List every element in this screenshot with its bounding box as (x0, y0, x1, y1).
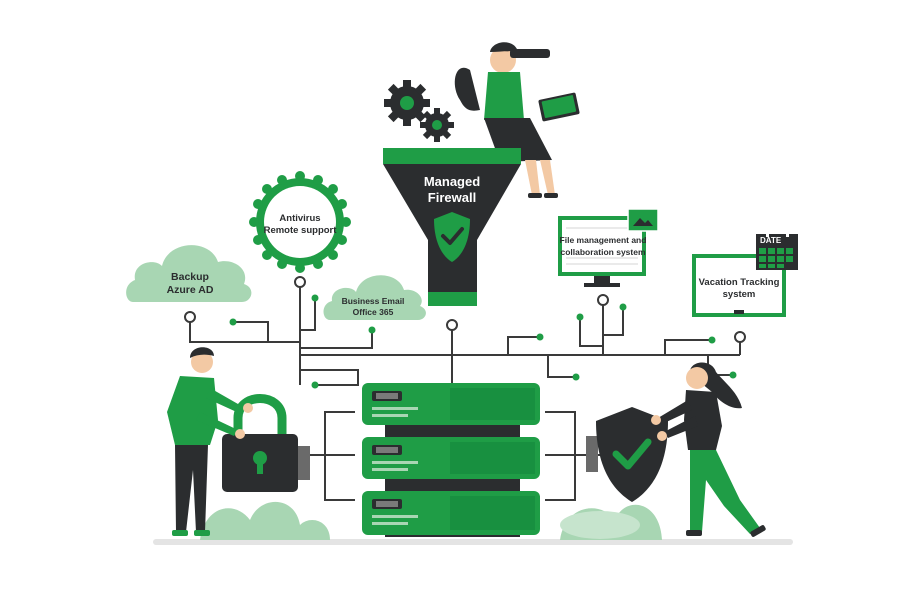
shield-check-icon (586, 407, 668, 502)
backup-cloud: Backup Azure AD (126, 245, 252, 302)
server-icon (362, 383, 540, 425)
vacation-label-line1: Vacation Tracking (699, 277, 780, 288)
calendar-label: DATE (760, 236, 782, 245)
bushes (200, 501, 662, 540)
vacation-label-line2: system (723, 289, 756, 300)
node-dot (597, 294, 609, 306)
email-label-line1: Business Email (342, 296, 405, 306)
calendar-icon: DATE (756, 230, 798, 270)
email-label-line2: Office 365 (353, 307, 394, 317)
file-management-monitor: File management and collaboration system (558, 208, 659, 287)
backup-label-line1: Backup (171, 271, 209, 283)
server-icon (362, 437, 540, 479)
ground-line (153, 539, 793, 545)
firewall-funnel: Managed Firewall (383, 148, 521, 306)
padlock-icon (222, 394, 310, 492)
funnel-title-line2: Firewall (428, 190, 476, 205)
antivirus-label-line2: Remote support (264, 225, 338, 236)
email-cloud: Business Email Office 365 (323, 275, 426, 320)
file-label-line1: File management and (560, 235, 647, 245)
node-dot (184, 311, 196, 323)
server-icon (362, 491, 540, 535)
antivirus-label-line1: Antivirus (279, 213, 320, 224)
image-icon (627, 208, 659, 232)
server-stack (362, 383, 540, 537)
leaf-dots (229, 294, 737, 389)
connection-dots (184, 276, 746, 343)
shield-check-icon (434, 212, 470, 262)
backup-label-line2: Azure AD (167, 284, 214, 296)
antivirus-badge: Antivirus Remote support (249, 171, 351, 273)
node-dot (446, 319, 458, 331)
funnel-title-line1: Managed (424, 174, 480, 189)
file-label-line2: collaboration system (560, 247, 645, 257)
gear-icon (384, 80, 454, 142)
vacation-monitor: Vacation Tracking system DATE (692, 230, 798, 317)
person-man (167, 347, 253, 536)
node-dot (294, 276, 306, 288)
node-dot (734, 331, 746, 343)
person-woman (651, 362, 766, 537)
